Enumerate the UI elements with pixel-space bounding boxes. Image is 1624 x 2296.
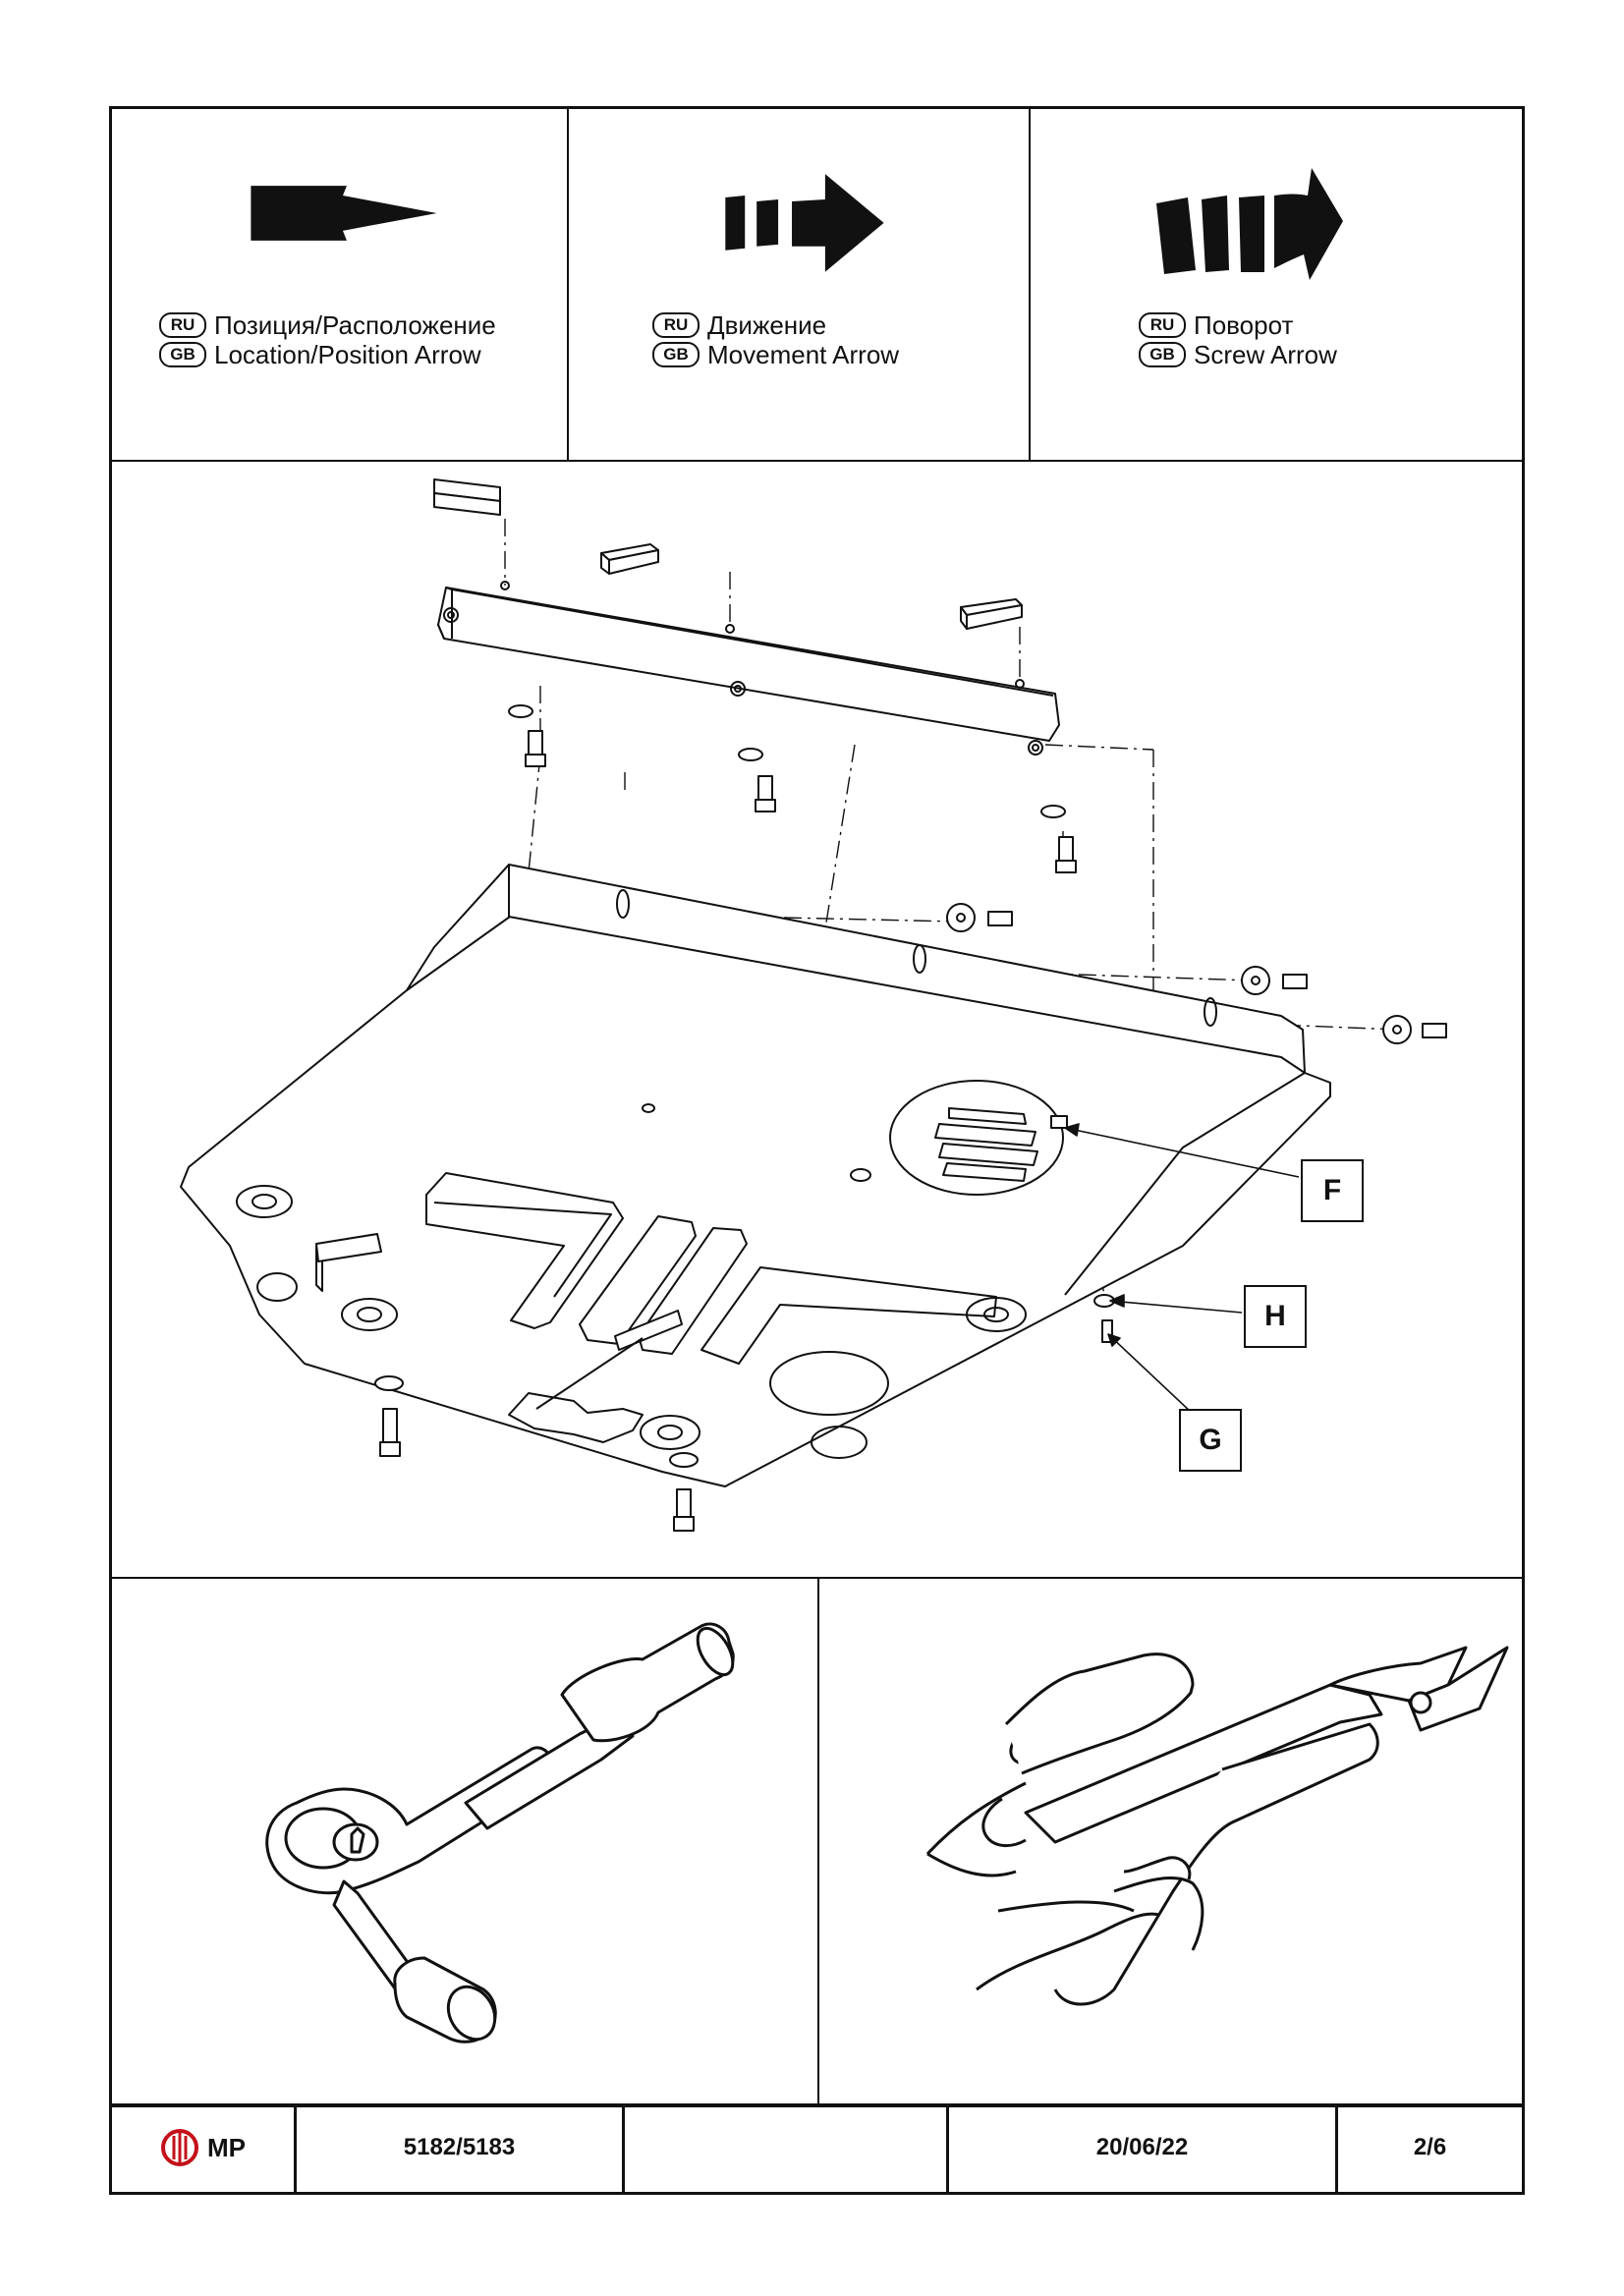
skid-plate-exploded-view: [180, 478, 1447, 1532]
footer-blank: [625, 2103, 949, 2192]
legend-gb-text: Location/Position Arrow: [214, 340, 481, 369]
legend-ru-text: Поворот: [1194, 310, 1294, 340]
ratchet-wrench-icon: [265, 1622, 735, 2044]
brand-logo-icon: [161, 2129, 198, 2166]
bracket-bolts: [508, 704, 1447, 1044]
side-cutter-pliers-icon: [925, 1646, 1509, 2006]
skid-plate: [180, 864, 1331, 1487]
tools-row: [112, 1577, 1522, 2107]
legend-movement: RU Движение GB Movement Arrow: [569, 109, 1031, 460]
ru-badge: RU: [1139, 312, 1186, 338]
assembly-diagram: F H G: [112, 460, 1522, 1579]
footer-logo: MP: [112, 2103, 297, 2192]
brand-logo-text: MP: [207, 2132, 246, 2162]
gb-badge: GB: [159, 342, 206, 367]
gb-badge: GB: [652, 342, 700, 367]
legend-ru-text: Позиция/Расположение: [214, 310, 496, 340]
legend-gb-text: Screw Arrow: [1194, 340, 1337, 369]
callout-h: H: [1244, 1285, 1307, 1348]
legend-screw: RU Поворот GB Screw Arrow: [1031, 109, 1522, 460]
footer-page: 2/6: [1413, 2134, 1447, 2160]
spacer-plates: [433, 478, 1023, 630]
crossmember-bracket: [437, 581, 1060, 756]
callout-f: F: [1301, 1159, 1364, 1222]
tool-cutters: [819, 1577, 1522, 2103]
title-block: MP 5182/5183 20/06/22 2/6: [112, 2103, 1522, 2192]
gb-badge: GB: [1139, 342, 1186, 367]
legend-location: RU Позиция/Расположение GB Location/Positi…: [112, 109, 569, 460]
movement-arrow-icon: [725, 174, 884, 272]
legend-ru-text: Движение: [707, 310, 827, 340]
footer-date: 20/06/22: [949, 2103, 1338, 2192]
screw-arrow-icon: [1156, 168, 1343, 280]
instruction-sheet: RU Позиция/Расположение GB Location/Positi…: [109, 106, 1525, 2195]
location-arrow-icon: [251, 186, 437, 241]
callout-leaders: [1064, 1123, 1300, 1429]
arrow-legend: RU Позиция/Расположение GB Location/Positi…: [112, 109, 1522, 462]
ru-badge: RU: [159, 312, 206, 338]
plate-bolts: [374, 1294, 1115, 1532]
tool-ratchet: [112, 1577, 819, 2103]
ru-badge: RU: [652, 312, 700, 338]
legend-gb-text: Movement Arrow: [707, 340, 900, 369]
footer-part-number: 5182/5183: [297, 2103, 625, 2192]
callout-g: G: [1179, 1409, 1242, 1472]
